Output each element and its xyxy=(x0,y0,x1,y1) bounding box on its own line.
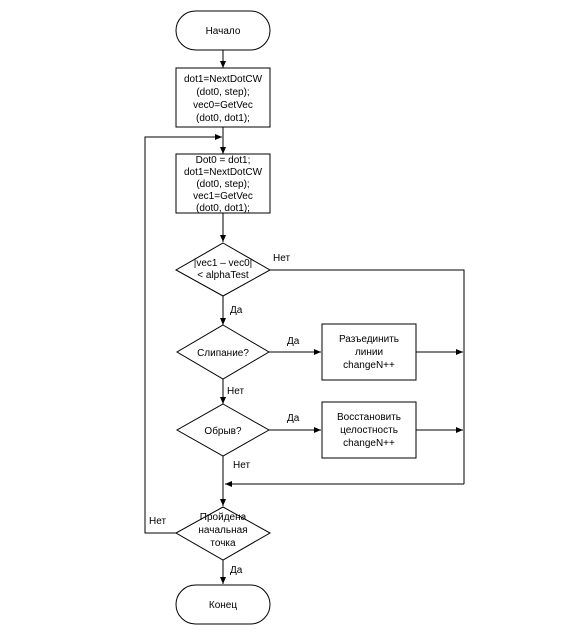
decision-start-passed: Пройдена начальная точка xyxy=(174,506,272,561)
action-split-line-2: линии xyxy=(355,347,383,358)
label-start-yes: Да xyxy=(230,565,243,576)
loop-line-3: (dot0, step); xyxy=(196,179,249,190)
action-restore-line-1: Восстановить xyxy=(337,412,401,423)
arrow-loop-back xyxy=(144,134,222,534)
connectors xyxy=(144,50,465,584)
decision-start-line-1: Пройдена xyxy=(200,512,247,523)
init-line-4: (dot0, dot1); xyxy=(196,113,250,124)
label-angle-no: Нет xyxy=(273,253,290,264)
line-angle-no xyxy=(270,269,465,484)
label-start-no: Нет xyxy=(149,516,166,527)
branch-labels: Нет Да Да Нет Да Нет Нет Да xyxy=(149,253,300,576)
end-label: Конец xyxy=(209,600,237,611)
label-angle-yes: Да xyxy=(230,305,243,316)
decision-stick-label: Слипание? xyxy=(197,348,249,359)
loop-body-process: Dot0 = dot1; dot1=NextDotCW (dot0, step)… xyxy=(175,153,271,214)
init-line-2: (dot0, step); xyxy=(196,87,249,98)
label-break-yes: Да xyxy=(287,413,300,424)
action-split-line-3: changeN++ xyxy=(343,360,395,371)
loop-line-1: Dot0 = dot1; xyxy=(196,155,251,166)
loop-line-5: (dot0, dot1); xyxy=(196,203,250,214)
init-line-3: vec0=GetVec xyxy=(193,100,253,111)
decision-angle-line-2: < alphaTest xyxy=(197,270,249,281)
label-stick-yes: Да xyxy=(287,336,300,347)
action-split: Разъединить линии changeN++ xyxy=(321,323,417,381)
decision-break-label: Обрыв? xyxy=(204,425,242,437)
action-restore-line-2: целостность xyxy=(340,425,398,436)
start-label: Начало xyxy=(206,26,241,37)
action-restore-line-3: changeN++ xyxy=(343,438,395,449)
decision-start-line-2: начальная xyxy=(198,525,247,536)
decision-start-line-3: точка xyxy=(210,538,236,549)
loop-line-4: vec1=GetVec xyxy=(193,191,253,202)
start-terminator: Начало xyxy=(175,10,271,51)
init-process: dot1=NextDotCW (dot0, step); vec0=GetVec… xyxy=(175,67,271,128)
action-restore: Восстановить целостность changeN++ xyxy=(321,401,417,459)
label-break-no: Нет xyxy=(233,460,250,471)
action-split-line-1: Разъединить xyxy=(339,334,399,345)
decision-angle: |vec1 – vec0| < alphaTest xyxy=(174,242,272,297)
loop-line-2: dot1=NextDotCW xyxy=(184,167,263,178)
decision-angle-line-1: |vec1 – vec0| xyxy=(194,258,253,269)
init-line-1: dot1=NextDotCW xyxy=(184,74,263,85)
end-terminator: Конец xyxy=(175,584,271,625)
decision-break: Обрыв? xyxy=(175,403,271,457)
label-stick-no: Нет xyxy=(227,386,244,397)
decision-stick: Слипание? xyxy=(176,324,270,380)
